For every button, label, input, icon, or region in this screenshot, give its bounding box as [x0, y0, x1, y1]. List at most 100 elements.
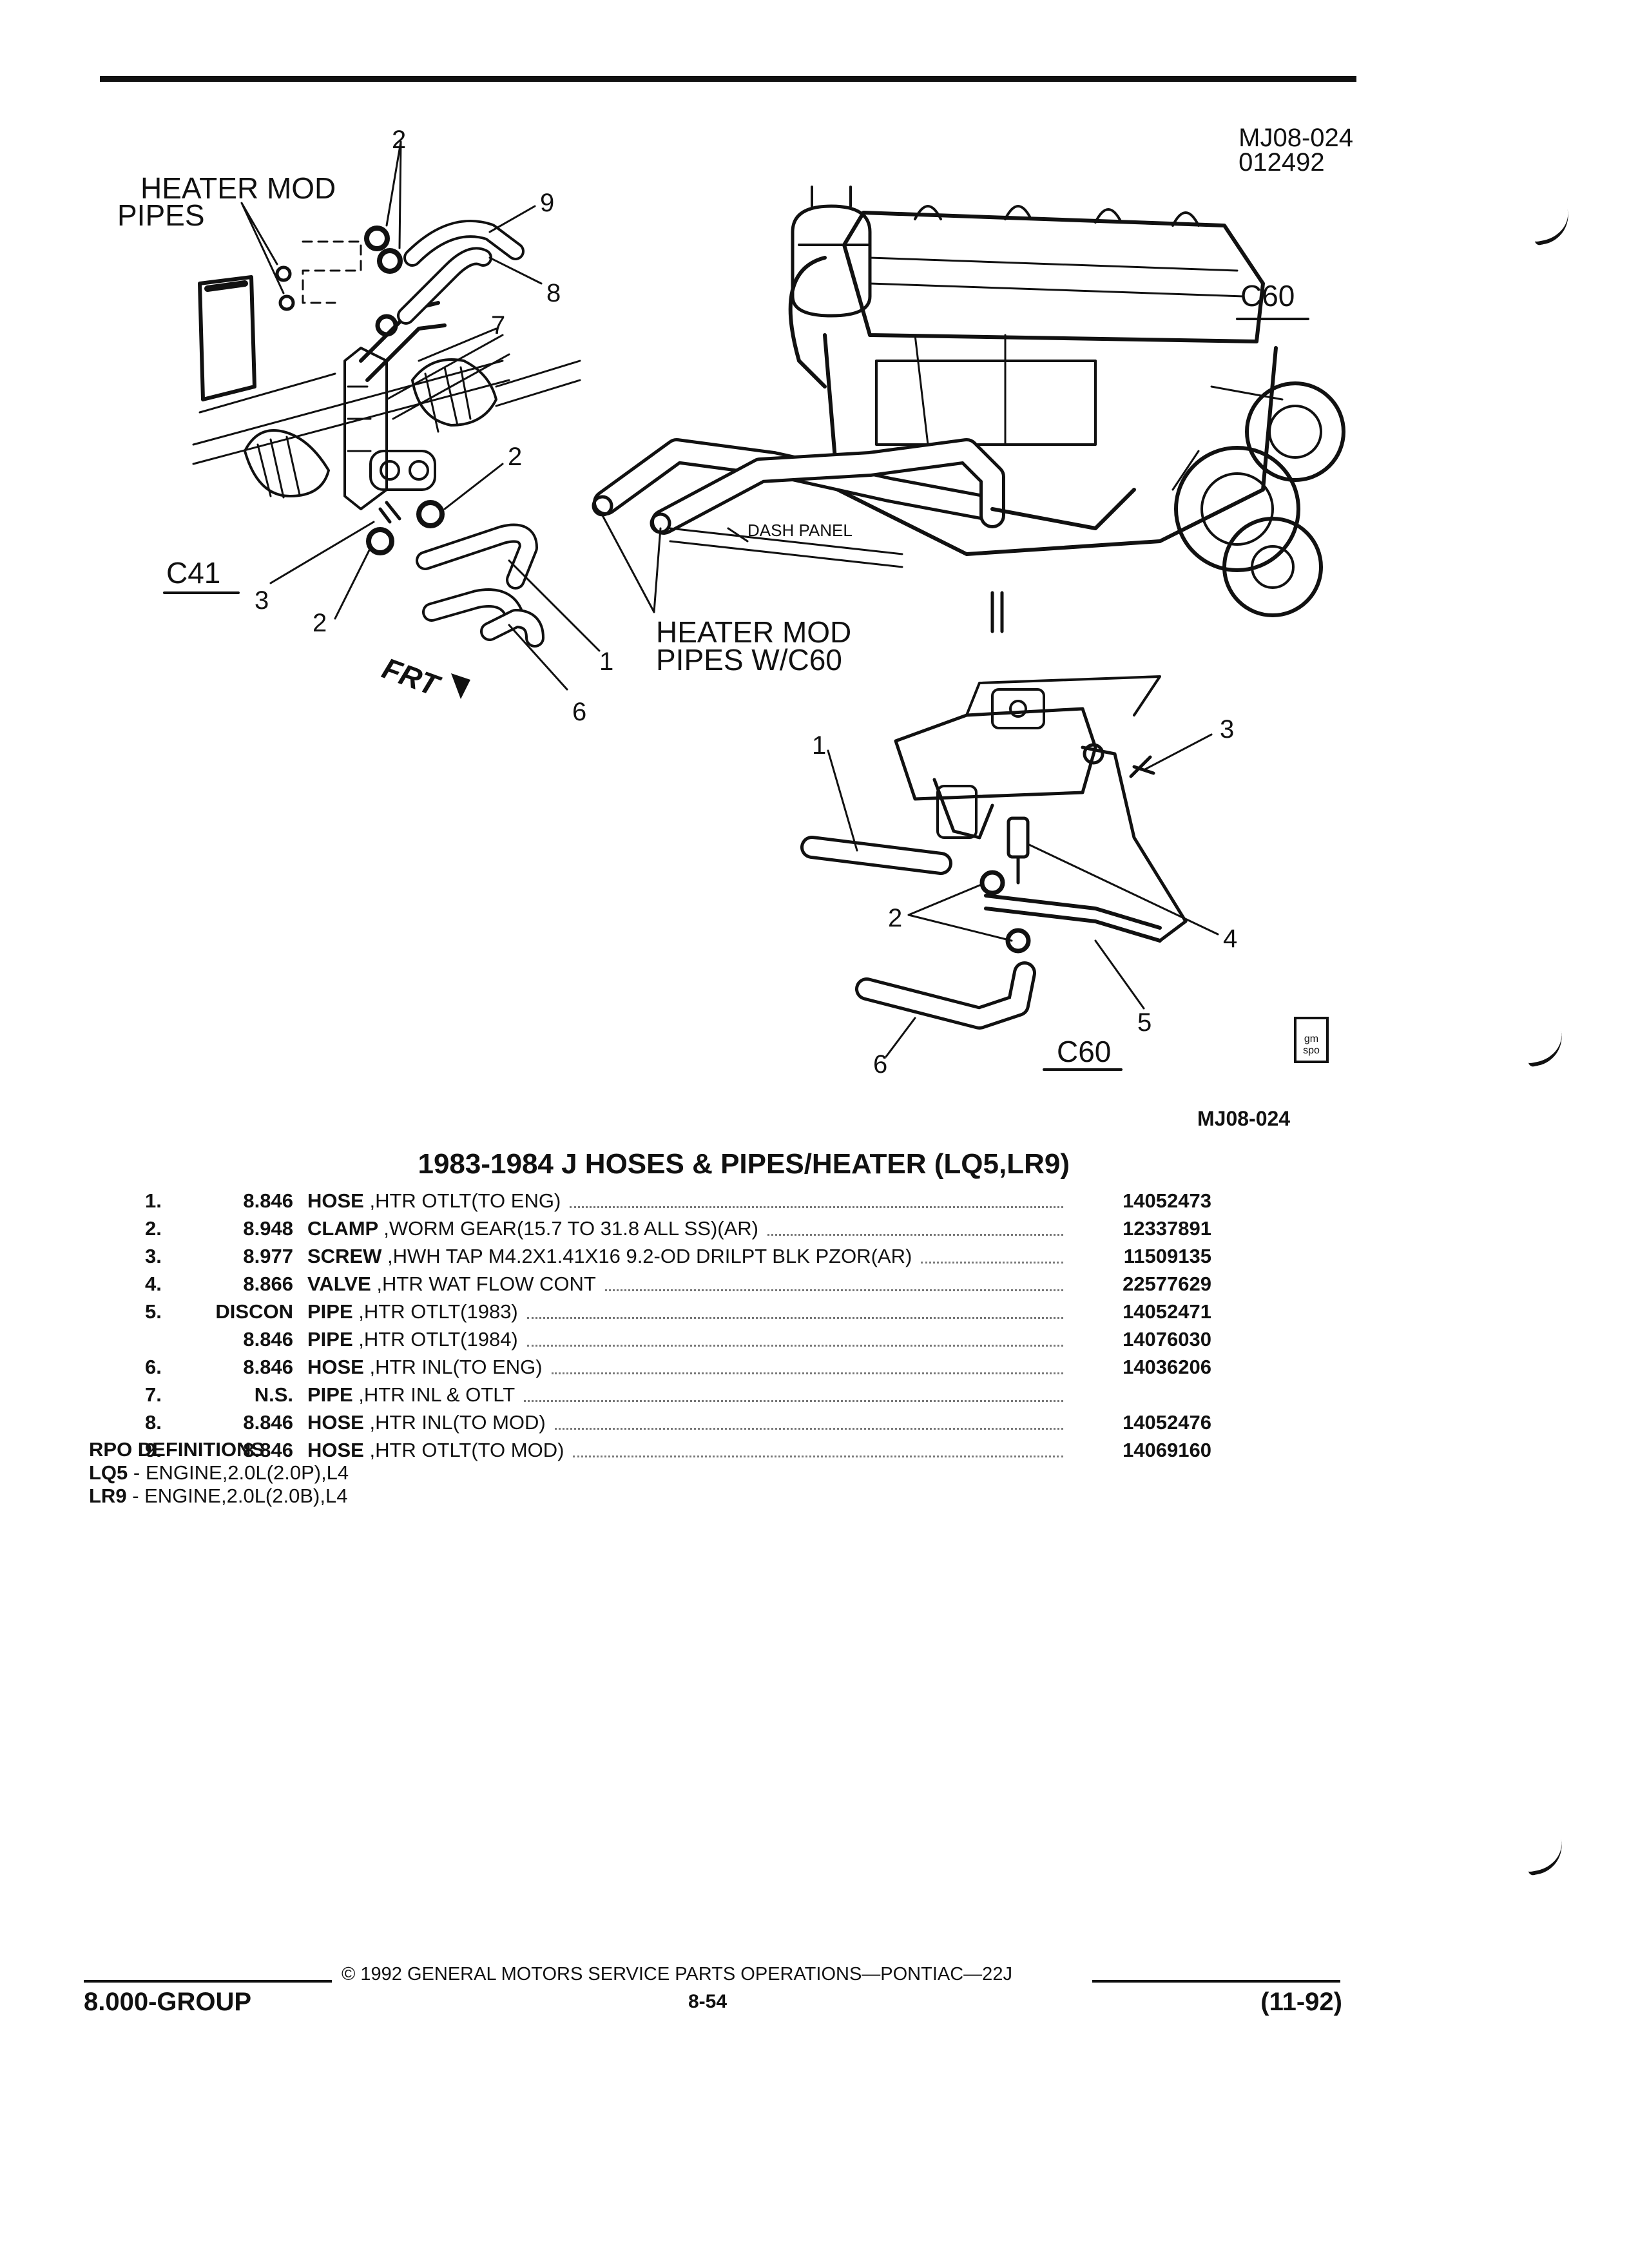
callout-2: 2	[313, 609, 327, 637]
callout-2: 2	[508, 443, 522, 471]
part-name-text: HOSE	[307, 1439, 364, 1461]
part-number: 14052471	[1123, 1300, 1211, 1323]
callout-3: 3	[255, 586, 269, 615]
part-group-number: 8.846	[243, 1189, 293, 1212]
dot-leader	[605, 1288, 1063, 1291]
top-rule	[100, 76, 1356, 82]
callout-8: 8	[546, 279, 561, 307]
rpo-item: LR9 - ENGINE,2.0L(2.0B),L4	[89, 1485, 348, 1507]
part-description: ,HTR OTLT(TO MOD)	[369, 1439, 564, 1461]
label-heater-mod-pipes-2: PIPES	[117, 198, 205, 232]
section-title: 1983-1984 J HOSES & PIPES/HEATER (LQ5,LR…	[418, 1148, 1070, 1180]
part-row: 6. 8.846 HOSE ,HTR INL(TO ENG) 14036206	[145, 1353, 1211, 1381]
part-number: 14036206	[1123, 1356, 1211, 1378]
part-item-number: 4.	[145, 1273, 162, 1295]
label-heater-mod-pipes: HEATER MOD	[140, 171, 336, 205]
part-description: ,HTR INL(TO ENG)	[369, 1356, 543, 1378]
part-number: 14069160	[1123, 1439, 1211, 1461]
part-name: VALVE ,HTR WAT FLOW CONT	[307, 1270, 596, 1298]
footer-rule	[84, 1980, 332, 1983]
part-name: PIPE ,HTR INL & OTLT	[307, 1381, 515, 1408]
parts-diagram: HEATER MOD PIPES C41 C60 C60 DASH PANEL …	[117, 126, 1345, 1079]
dot-leader	[573, 1454, 1063, 1457]
part-group-number: DISCON	[215, 1300, 293, 1323]
part-name: HOSE ,HTR INL(TO ENG)	[307, 1353, 543, 1381]
label-c60-main: C60	[1240, 279, 1295, 312]
part-number: 11509135	[1123, 1245, 1211, 1267]
page-number: 8-54	[688, 1991, 728, 2012]
part-description: ,HTR INL(TO MOD)	[369, 1411, 546, 1434]
rpo-definitions: RPO DEFINITIONS LQ5 - ENGINE,2.0L(2.0P),…	[89, 1438, 349, 1508]
part-group-number: 8.846	[243, 1356, 293, 1378]
part-name: PIPE ,HTR OTLT(1983)	[307, 1298, 518, 1325]
part-row: 8.846 PIPE ,HTR OTLT(1984) 14076030	[145, 1325, 1211, 1353]
c41-assembly	[163, 140, 601, 691]
rpo-heading: RPO DEFINITIONS	[89, 1438, 265, 1461]
part-number: 12337891	[1123, 1217, 1211, 1240]
part-description: ,HTR OTLT(1984)	[358, 1328, 518, 1350]
part-number: 14052476	[1123, 1411, 1211, 1434]
label-heater-mod-pipes-c60-2: PIPES W/C60	[656, 643, 842, 677]
callout-7: 7	[491, 311, 505, 340]
label-dash-panel: DASH PANEL	[747, 521, 853, 540]
dot-leader	[555, 1427, 1063, 1430]
label-heater-mod-pipes-c60-1: HEATER MOD	[656, 615, 851, 649]
part-item-number: 2.	[145, 1217, 162, 1240]
part-name-text: PIPE	[307, 1300, 353, 1323]
gm-spo-logo: gm spo	[1294, 1017, 1329, 1063]
part-item-number: 6.	[145, 1356, 162, 1378]
part-description: ,HTR WAT FLOW CONT	[376, 1273, 596, 1295]
binding-mark	[1523, 1839, 1568, 1876]
callout-2: 2	[392, 126, 406, 154]
callout-5: 5	[1137, 1008, 1152, 1037]
callout-1: 1	[812, 731, 826, 760]
part-description: ,HWH TAP M4.2X1.41X16 9.2-OD DRILPT BLK …	[387, 1245, 912, 1267]
figure-reference: MJ08-024	[1197, 1107, 1291, 1130]
part-name: PIPE ,HTR OTLT(1984)	[307, 1325, 518, 1353]
part-item-number: 1.	[145, 1189, 162, 1212]
part-name-text: SCREW	[307, 1245, 382, 1267]
part-number: 14052473	[1123, 1189, 1211, 1212]
footer-date: (11-92)	[1260, 1988, 1342, 2016]
callout-6: 6	[873, 1050, 887, 1079]
part-name-text: PIPE	[307, 1328, 353, 1350]
part-description: ,HTR OTLT(1983)	[358, 1300, 518, 1323]
engine-c60	[592, 186, 1345, 633]
footer-group: 8.000-GROUP	[84, 1988, 252, 2016]
dot-leader	[524, 1399, 1063, 1402]
callout-1: 1	[599, 648, 613, 676]
front-arrow-icon	[451, 673, 470, 699]
part-name: HOSE ,HTR INL(TO MOD)	[307, 1408, 546, 1436]
part-group-number: 8.948	[243, 1217, 293, 1240]
part-row: 2. 8.948 CLAMP ,WORM GEAR(15.7 TO 31.8 ALL…	[145, 1215, 1211, 1242]
label-c60-detail: C60	[1057, 1035, 1111, 1068]
part-group-number: N.S.	[254, 1383, 293, 1406]
drawing-id: MJ08-024 012492	[1239, 124, 1353, 175]
callout-2: 2	[888, 904, 902, 932]
part-group-number: 8.846	[243, 1411, 293, 1434]
dot-leader	[921, 1260, 1063, 1264]
part-number: 14076030	[1123, 1328, 1211, 1350]
part-item-number: 3.	[145, 1245, 162, 1267]
drawing-number: MJ08-024	[1239, 124, 1353, 152]
callout-9: 9	[540, 189, 554, 217]
part-description: ,HTR OTLT(TO ENG)	[369, 1189, 561, 1212]
part-row: 1. 8.846 HOSE ,HTR OTLT(TO ENG) 14052473	[145, 1187, 1211, 1215]
part-description: ,WORM GEAR(15.7 TO 31.8 ALL SS)(AR)	[383, 1217, 759, 1240]
footer-copyright: © 1992 GENERAL MOTORS SERVICE PARTS OPER…	[342, 1964, 1012, 1984]
part-name-text: CLAMP	[307, 1217, 378, 1240]
part-name: HOSE ,HTR OTLT(TO ENG)	[307, 1187, 561, 1215]
part-group-number: 8.846	[243, 1328, 293, 1350]
part-row: 7.N.S.PIPE ,HTR INL & OTLT	[145, 1381, 1211, 1408]
rpo-item: LQ5 - ENGINE,2.0L(2.0P),L4	[89, 1461, 349, 1484]
part-name-text: VALVE	[307, 1273, 371, 1295]
part-item-number: 9.	[145, 1439, 162, 1461]
part-description: ,HTR INL & OTLT	[358, 1383, 516, 1406]
part-group-number: 8.977	[243, 1245, 293, 1267]
detail-c60	[800, 675, 1219, 1071]
